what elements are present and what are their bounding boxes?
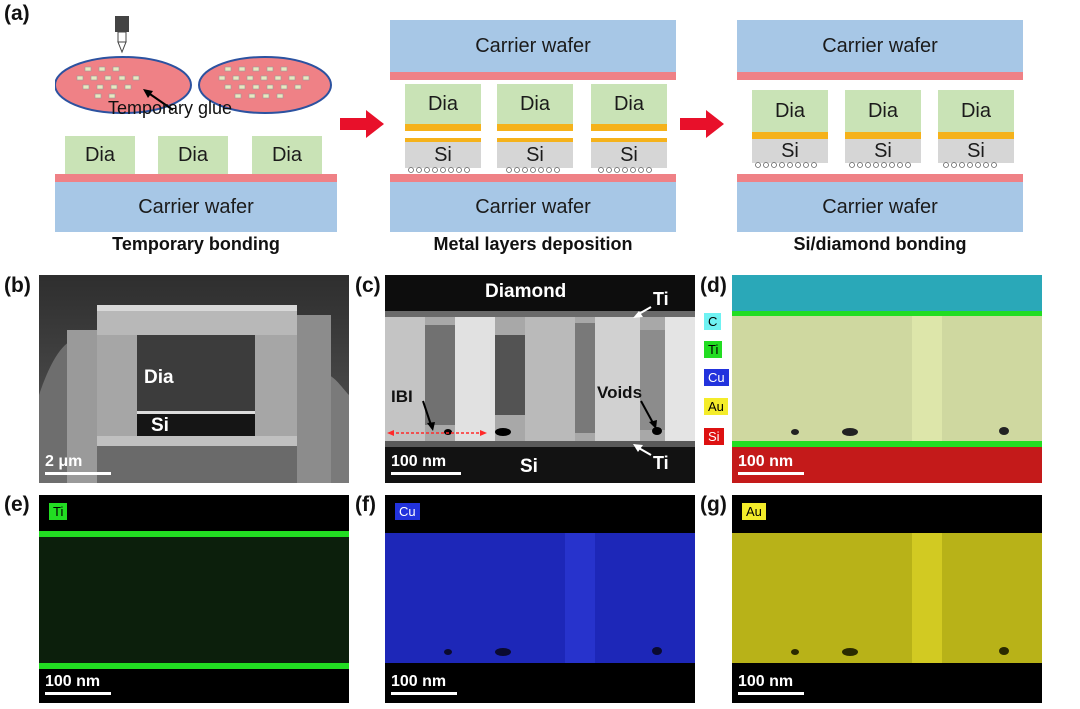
glue-dots	[408, 167, 652, 173]
metal-layer	[938, 132, 1014, 139]
sem-si-label: Si	[151, 415, 169, 436]
glue-layer	[737, 174, 1023, 182]
scale-bar-label: 100 nm	[45, 673, 101, 690]
step-caption-2: Metal layers deposition	[433, 234, 633, 254]
metal-layer	[405, 124, 481, 131]
dia-block: Dia	[845, 90, 921, 132]
dia-block: Dia	[158, 136, 228, 174]
glue-dots	[755, 162, 997, 168]
scale-bar: 100 nm	[391, 453, 461, 475]
scale-bar-line	[738, 472, 804, 475]
scale-bar-line	[738, 692, 804, 695]
scale-bar-line	[391, 472, 461, 475]
si-block: Si	[405, 142, 481, 168]
carrier-wafer: Carrier wafer	[390, 20, 676, 72]
metal-layer	[497, 138, 573, 142]
panel-label-g: (g)	[700, 493, 727, 516]
legend-ti: Ti	[704, 341, 723, 358]
sem-image: Dia Si 2 μm	[39, 275, 349, 483]
eds-overlay-map: 100 nm	[732, 275, 1042, 483]
tem-si-label: Si	[520, 456, 538, 477]
scale-bar: 100 nm	[45, 673, 111, 695]
panel-label-b: (b)	[4, 274, 31, 297]
sem-dia-label: Dia	[144, 367, 174, 388]
scale-bar: 100 nm	[391, 673, 457, 695]
eds-ti-map: Ti 100 nm	[39, 495, 349, 703]
si-block: Si	[845, 139, 921, 163]
tem-ibi-label: IBI	[391, 387, 413, 406]
tem-voids-label: Voids	[597, 383, 643, 402]
element-tag: Au	[742, 503, 766, 520]
tem-image: Diamond Ti IBI Voids Ti Si 100 nm	[385, 275, 695, 483]
dia-block: Dia	[752, 90, 828, 132]
legend-si: Si	[704, 428, 724, 445]
si-block: Si	[938, 139, 1014, 163]
temporary-glue-label: Temporary glue	[108, 98, 233, 118]
tem-ti-top-label: Ti	[653, 289, 669, 309]
eds-au-map: Au 100 nm	[732, 495, 1042, 703]
legend-c: C	[704, 313, 722, 330]
dia-block: Dia	[591, 84, 667, 124]
scale-bar-label: 100 nm	[738, 673, 794, 690]
step-caption-3: Si/diamond bonding	[793, 234, 967, 254]
wafers-illustration	[55, 16, 332, 114]
process-arrow	[340, 110, 384, 138]
glue-layer	[55, 174, 337, 182]
dia-block: Dia	[938, 90, 1014, 132]
dia-block: Dia	[497, 84, 573, 124]
panel-label-d: (d)	[700, 274, 727, 297]
scale-bar-line	[391, 692, 457, 695]
panel-label-c: (c)	[355, 274, 381, 297]
eds-cu-map: Cu 100 nm	[385, 495, 695, 703]
dia-block: Dia	[405, 84, 481, 124]
glue-layer	[390, 72, 676, 80]
dia-block: Dia	[65, 136, 135, 174]
metal-layer	[591, 124, 667, 131]
panel-label-e: (e)	[4, 493, 30, 516]
scale-bar-label: 100 nm	[391, 453, 447, 470]
legend-cu: Cu	[704, 369, 729, 386]
element-tag: Ti	[49, 503, 68, 520]
scale-bar-label: 100 nm	[738, 453, 794, 470]
scale-bar: 100 nm	[738, 453, 804, 475]
scale-bar: 100 nm	[738, 673, 804, 695]
carrier-wafer: Carrier wafer	[55, 182, 337, 232]
metal-layer	[752, 132, 828, 139]
scale-bar-line	[45, 472, 111, 475]
scale-bar-label: 100 nm	[391, 673, 447, 690]
carrier-wafer: Carrier wafer	[737, 20, 1023, 72]
carrier-wafer: Carrier wafer	[737, 182, 1023, 232]
scale-bar-line	[45, 692, 111, 695]
process-arrow	[680, 110, 724, 138]
tem-ti-bottom-label: Ti	[653, 453, 669, 473]
si-block: Si	[752, 139, 828, 163]
si-block: Si	[497, 142, 573, 168]
glue-layer	[390, 174, 676, 182]
metal-layer	[845, 132, 921, 139]
legend-au: Au	[704, 398, 728, 415]
dia-block: Dia	[252, 136, 322, 174]
scale-bar: 2 μm	[45, 453, 111, 475]
scale-bar-label: 2 μm	[45, 453, 83, 470]
metal-layer	[405, 138, 481, 142]
metal-layer	[497, 124, 573, 131]
tem-diamond-label: Diamond	[485, 281, 567, 302]
panel-label-f: (f)	[355, 493, 376, 516]
panel-label-a: (a)	[4, 2, 30, 25]
carrier-wafer: Carrier wafer	[390, 182, 676, 232]
metal-layer	[591, 138, 667, 142]
glue-layer	[737, 72, 1023, 80]
step-caption-1: Temporary bonding	[112, 234, 280, 254]
element-tag: Cu	[395, 503, 420, 520]
si-block: Si	[591, 142, 667, 168]
